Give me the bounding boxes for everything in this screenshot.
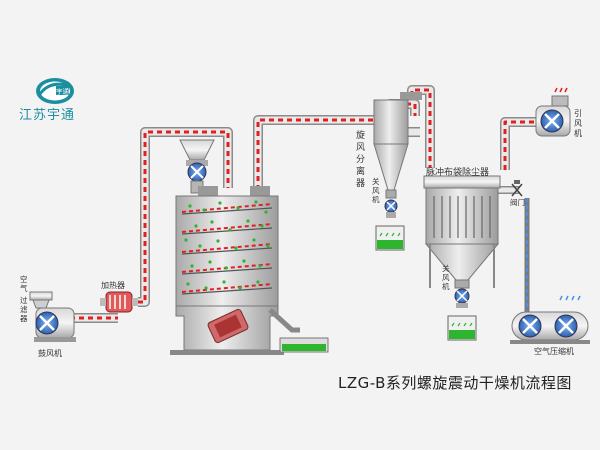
label-heater: 加热器	[101, 280, 125, 290]
air-filter	[29, 291, 53, 309]
label-airlock-bottom: 关 风 机	[442, 263, 450, 291]
pulse-bag-filter	[423, 175, 501, 308]
valve	[511, 180, 523, 197]
heater	[100, 291, 138, 313]
svg-text:滤: 滤	[20, 304, 28, 314]
company-name: 江苏宇通	[19, 108, 76, 123]
svg-text:风: 风	[372, 186, 380, 195]
air-compressor	[510, 295, 590, 344]
logo-mark-text: 宇通	[56, 87, 70, 96]
svg-text:风: 风	[574, 119, 582, 128]
diagram-title: LZG-B系列螺旋震动干燥机流程图	[338, 374, 572, 392]
cyclone-product-tray	[375, 225, 405, 251]
spiral-vibrating-dryer	[170, 186, 300, 355]
feed-hopper	[179, 139, 215, 194]
svg-text:关: 关	[372, 176, 380, 186]
svg-text:空: 空	[20, 274, 28, 284]
label-airlock-left: 关 风 机	[372, 176, 380, 204]
label-exhaust-fan: 引 风 机	[574, 109, 582, 138]
svg-text:旋: 旋	[356, 129, 365, 141]
exhaust-fan	[535, 87, 571, 137]
label-compressor: 空气压缩机	[534, 346, 574, 356]
svg-text:器: 器	[20, 314, 28, 323]
svg-text:机: 机	[372, 194, 380, 204]
product-tray	[279, 337, 329, 353]
svg-text:气: 气	[20, 283, 28, 293]
label-air-filter: 空 气 过 滤 器	[20, 274, 28, 323]
svg-text:关: 关	[442, 263, 450, 273]
label-bag-filter: 脉冲布袋除尘器	[426, 166, 489, 178]
svg-text:风: 风	[442, 273, 450, 282]
svg-text:分: 分	[356, 154, 365, 165]
company-logo: 宇通	[36, 78, 74, 104]
label-cyclone: 旋 风 分 离 器	[356, 129, 365, 189]
svg-text:器: 器	[356, 178, 365, 189]
bag-filter-product-tray	[447, 315, 477, 341]
svg-text:引: 引	[574, 109, 582, 118]
svg-text:机: 机	[442, 281, 450, 291]
label-blower: 鼓风机	[38, 348, 62, 358]
material-particles	[184, 200, 270, 290]
svg-text:过: 过	[20, 295, 28, 305]
cyclone-separator	[373, 92, 422, 218]
svg-text:机: 机	[574, 128, 582, 138]
label-valve: 阀门	[510, 198, 525, 207]
blower-fan	[34, 307, 76, 342]
svg-text:风: 风	[356, 142, 365, 153]
vibration-motor	[207, 308, 249, 344]
svg-text:离: 离	[356, 165, 365, 177]
